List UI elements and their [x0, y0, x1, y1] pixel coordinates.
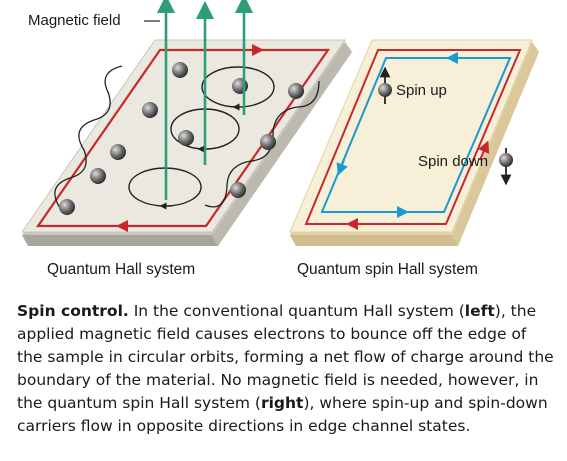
qh-edge-channel: [35, 48, 331, 228]
figure-caption: Spin control. In the conventional quantu…: [17, 300, 555, 438]
spin-up-carrier: [378, 66, 392, 104]
magnetic-field-lines: [156, 0, 254, 200]
qsh-red-channel: [304, 49, 522, 225]
caption-text-3: ), where spin-up and spin-down carriers …: [17, 394, 548, 435]
quantum-hall-plate: [21, 39, 352, 246]
caption-right: right: [260, 394, 304, 412]
caption-text-1: In the conventional quantum Hall system …: [128, 302, 465, 320]
quantum-spin-hall-label: Quantum spin Hall system: [297, 261, 478, 278]
spin-down-label: Spin down: [418, 153, 488, 170]
spin-up-label: Spin up: [396, 82, 447, 99]
magnetic-field-label: Magnetic field: [28, 12, 121, 29]
spin-down-carrier: [499, 148, 513, 186]
caption-text-2: ), the applied magnetic field causes ele…: [17, 302, 554, 412]
figure-illustration: Magnetic field: [21, 0, 539, 278]
caption-left: left: [464, 302, 495, 320]
electron-group: [59, 62, 304, 215]
quantum-spin-hall-plate: Spin up Spin down: [289, 39, 539, 246]
caption-title: Spin control.: [17, 302, 129, 320]
quantum-hall-label: Quantum Hall system: [47, 261, 195, 278]
